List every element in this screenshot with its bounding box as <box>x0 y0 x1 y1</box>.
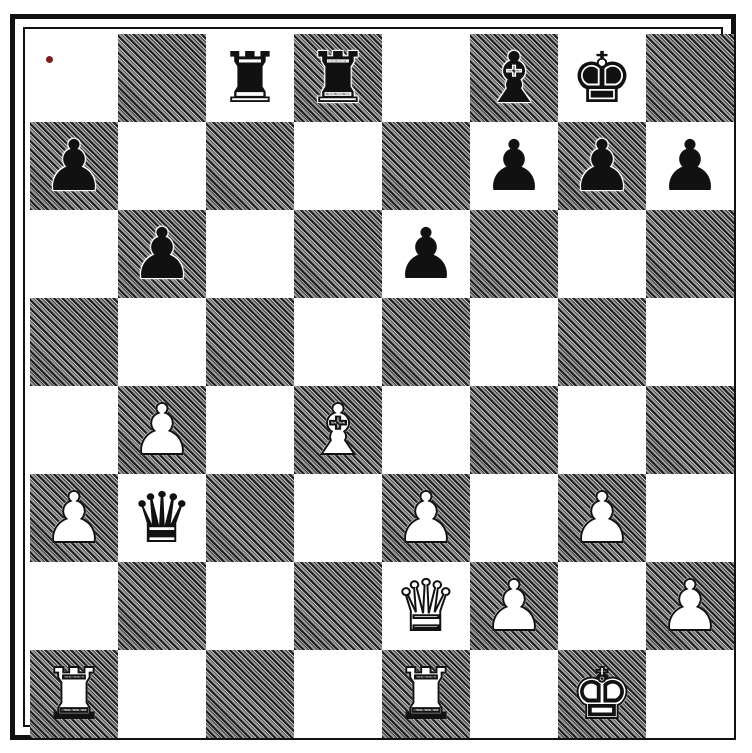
square-c2[interactable] <box>206 562 294 650</box>
square-d7[interactable] <box>294 122 382 210</box>
black-bishop-icon[interactable]: ♝ <box>483 43 546 113</box>
square-b7[interactable] <box>118 122 206 210</box>
black-pawn-icon[interactable]: ♟ <box>659 131 722 201</box>
square-e6[interactable]: ♟ <box>382 210 470 298</box>
square-b8[interactable] <box>118 34 206 122</box>
square-b5[interactable] <box>118 298 206 386</box>
square-c5[interactable] <box>206 298 294 386</box>
black-pawn-icon[interactable]: ♟ <box>43 131 106 201</box>
square-b4[interactable]: ♟ <box>118 386 206 474</box>
white-pawn-icon[interactable]: ♟ <box>659 571 722 641</box>
square-h3[interactable] <box>646 474 734 562</box>
square-b1[interactable] <box>118 650 206 738</box>
square-a5[interactable] <box>30 298 118 386</box>
square-c8[interactable]: ♜ <box>206 34 294 122</box>
square-c3[interactable] <box>206 474 294 562</box>
white-pawn-icon[interactable]: ♟ <box>395 483 458 553</box>
square-h2[interactable]: ♟ <box>646 562 734 650</box>
square-a7[interactable]: ♟ <box>30 122 118 210</box>
square-d4[interactable]: ♝ <box>294 386 382 474</box>
square-g2[interactable] <box>558 562 646 650</box>
square-a2[interactable] <box>30 562 118 650</box>
square-a3[interactable]: ♟ <box>30 474 118 562</box>
white-pawn-icon[interactable]: ♟ <box>571 483 634 553</box>
square-a4[interactable] <box>30 386 118 474</box>
square-h6[interactable] <box>646 210 734 298</box>
square-e1[interactable]: ♜ <box>382 650 470 738</box>
square-h4[interactable] <box>646 386 734 474</box>
white-rook-icon[interactable]: ♜ <box>395 659 458 729</box>
square-f8[interactable]: ♝ <box>470 34 558 122</box>
white-bishop-icon[interactable]: ♝ <box>307 395 370 465</box>
square-g7[interactable]: ♟ <box>558 122 646 210</box>
white-king-icon[interactable]: ♚ <box>571 659 634 729</box>
square-d2[interactable] <box>294 562 382 650</box>
black-pawn-icon[interactable]: ♟ <box>483 131 546 201</box>
square-f4[interactable] <box>470 386 558 474</box>
square-h1[interactable] <box>646 650 734 738</box>
black-rook-icon[interactable]: ♜ <box>219 43 282 113</box>
square-e7[interactable] <box>382 122 470 210</box>
square-e5[interactable] <box>382 298 470 386</box>
black-king-icon[interactable]: ♚ <box>571 43 634 113</box>
square-f6[interactable] <box>470 210 558 298</box>
white-rook-icon[interactable]: ♜ <box>43 659 106 729</box>
white-pawn-icon[interactable]: ♟ <box>131 395 194 465</box>
black-pawn-icon[interactable]: ♟ <box>131 219 194 289</box>
square-a6[interactable] <box>30 210 118 298</box>
black-pawn-icon[interactable]: ♟ <box>395 219 458 289</box>
square-c6[interactable] <box>206 210 294 298</box>
square-d6[interactable] <box>294 210 382 298</box>
square-g8[interactable]: ♚ <box>558 34 646 122</box>
square-h7[interactable]: ♟ <box>646 122 734 210</box>
square-b6[interactable]: ♟ <box>118 210 206 298</box>
square-c7[interactable] <box>206 122 294 210</box>
square-f1[interactable] <box>470 650 558 738</box>
square-d1[interactable] <box>294 650 382 738</box>
square-f3[interactable] <box>470 474 558 562</box>
square-e3[interactable]: ♟ <box>382 474 470 562</box>
square-g6[interactable] <box>558 210 646 298</box>
square-h5[interactable] <box>646 298 734 386</box>
square-c4[interactable] <box>206 386 294 474</box>
square-g4[interactable] <box>558 386 646 474</box>
square-f2[interactable]: ♟ <box>470 562 558 650</box>
square-b2[interactable] <box>118 562 206 650</box>
square-e8[interactable] <box>382 34 470 122</box>
square-h8[interactable] <box>646 34 734 122</box>
black-rook-icon[interactable]: ♜ <box>307 43 370 113</box>
square-c1[interactable] <box>206 650 294 738</box>
square-g1[interactable]: ♚ <box>558 650 646 738</box>
square-g3[interactable]: ♟ <box>558 474 646 562</box>
square-g5[interactable] <box>558 298 646 386</box>
square-d3[interactable] <box>294 474 382 562</box>
square-e2[interactable]: ♛ <box>382 562 470 650</box>
square-f7[interactable]: ♟ <box>470 122 558 210</box>
square-e4[interactable] <box>382 386 470 474</box>
white-queen-icon[interactable]: ♛ <box>395 571 458 641</box>
black-queen-icon[interactable]: ♛ <box>131 483 194 553</box>
white-pawn-icon[interactable]: ♟ <box>483 571 546 641</box>
square-d5[interactable] <box>294 298 382 386</box>
square-d8[interactable]: ♜ <box>294 34 382 122</box>
square-f5[interactable] <box>470 298 558 386</box>
chess-board[interactable]: ♜ ♜ ♝ ♚ ♟ ♟ ♟ ♟ ♟ ♟ ♟ ♝ ♟ ♛ ♟ ♟ ♛ ♟ ♟ ♜ ♜ ♚ <box>30 34 734 738</box>
white-pawn-icon[interactable]: ♟ <box>43 483 106 553</box>
square-b3[interactable]: ♛ <box>118 474 206 562</box>
black-pawn-icon[interactable]: ♟ <box>571 131 634 201</box>
square-a8[interactable] <box>30 34 118 122</box>
square-a1[interactable]: ♜ <box>30 650 118 738</box>
